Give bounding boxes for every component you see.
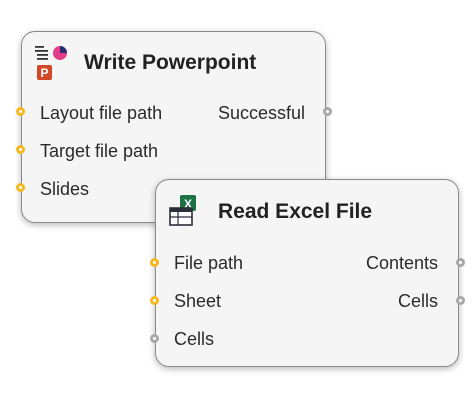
node-header[interactable]: P Write Powerpoint [22,32,325,92]
input-port-target-file-path[interactable] [16,145,25,154]
powerpoint-icon: P [34,44,68,87]
node-read-excel-file[interactable]: X Read Excel File File path Sheet Cells … [150,179,465,367]
input-port-slides[interactable] [16,183,25,192]
input-port-layout-file-path[interactable] [16,107,25,116]
input-label-slides: Slides [40,179,90,199]
svg-text:X: X [184,197,192,211]
output-label-contents: Contents [365,253,438,273]
input-port-cells[interactable] [150,334,159,343]
node-title: Write Powerpoint [84,51,257,74]
input-label-target-file-path: Target file path [40,141,159,161]
output-label-successful: Successful [217,103,305,123]
output-port-cells[interactable] [456,296,465,305]
svg-text:P: P [40,66,48,80]
input-label-cells: Cells [174,329,215,349]
output-label-cells: Cells [397,291,438,311]
input-port-file-path[interactable] [150,258,159,267]
output-port-successful[interactable] [323,107,332,116]
output-port-contents[interactable] [456,258,465,267]
input-port-sheet[interactable] [150,296,159,305]
input-label-file-path: File path [174,253,244,273]
node-title: Read Excel File [218,200,373,223]
excel-icon: X [169,194,203,233]
node-header[interactable]: X Read Excel File [156,180,458,240]
input-label-sheet: Sheet [174,291,222,311]
input-label-layout-file-path: Layout file path [40,103,163,123]
